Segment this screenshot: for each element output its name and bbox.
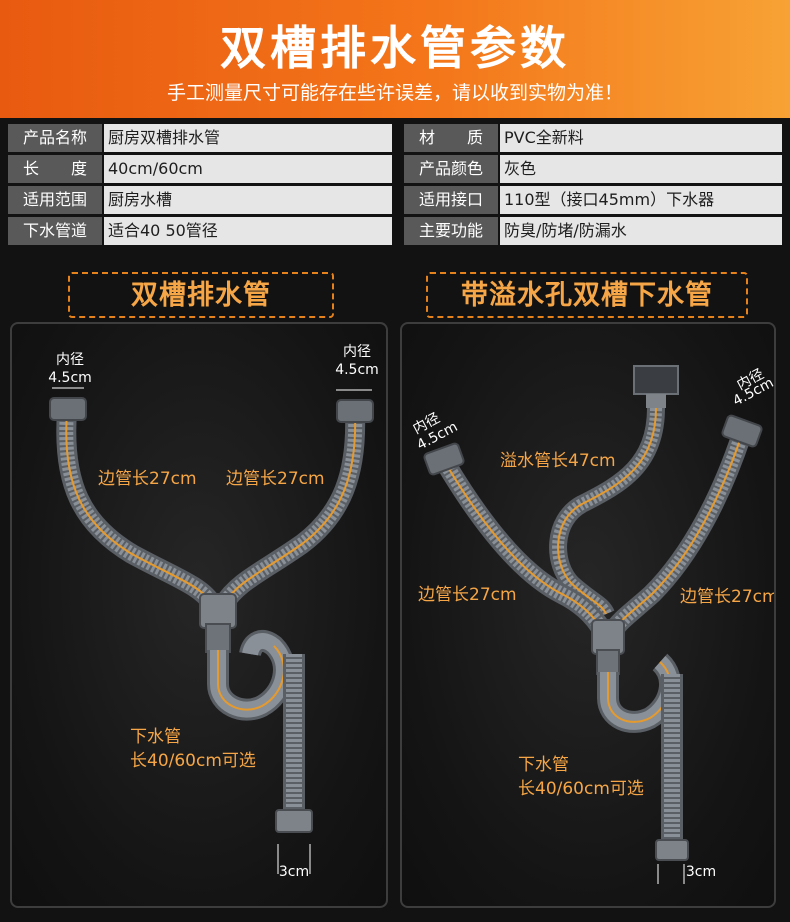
y-joint	[591, 619, 625, 655]
right-inner-diameter-label: 内径	[343, 344, 371, 360]
left-product-panel: 内径 4.5cm 内径 4.5cm 边管长27cm 边管长27cm 下水管 长4…	[10, 322, 388, 908]
spec-value: 适合40 50管径	[104, 217, 392, 245]
spec-label: 主要功能	[404, 217, 498, 245]
spec-value: 40cm/60cm	[104, 155, 392, 183]
drain-outlet	[655, 839, 689, 861]
drain-pipe-label: 下水管	[130, 727, 181, 747]
overflow-drain-pipe-illustration: 内径 4.5cm 内径 4.5cm 溢水管长47cm 边管长27cm 边管长27…	[410, 365, 776, 884]
y-joint	[199, 593, 237, 629]
page-title: 双槽排水管参数	[220, 21, 570, 75]
drain-pipe-length-label: 长40/60cm可选	[130, 751, 256, 771]
drain-pipe-length-label: 长40/60cm可选	[518, 779, 644, 799]
left-section-title: 双槽排水管	[68, 272, 334, 318]
bottom-size-label: 3cm	[686, 864, 716, 880]
right-inlet-connector	[336, 399, 374, 423]
spec-value: 110型（接口45mm）下水器	[500, 186, 782, 214]
drain-outlet	[275, 809, 313, 833]
spec-row: 长 度 40cm/60cm 产品颜色 灰色	[8, 155, 782, 183]
header-banner: 双槽排水管参数 手工测量尺寸可能存在些许误差，请以收到实物为准！	[0, 0, 790, 118]
spec-value: PVC全新料	[500, 124, 782, 152]
left-inlet-connector	[49, 397, 87, 421]
spec-value: 灰色	[500, 155, 782, 183]
spec-value: 防臭/防堵/防漏水	[500, 217, 782, 245]
spec-label: 产品名称	[8, 124, 102, 152]
left-side-pipe-label: 边管长27cm	[418, 585, 517, 605]
left-side-pipe-label: 边管长27cm	[98, 469, 197, 489]
right-section-title: 带溢水孔双槽下水管	[426, 272, 748, 318]
left-inner-diameter-label: 内径	[56, 352, 84, 368]
spec-label: 材 质	[404, 124, 498, 152]
spec-table: 产品名称 厨房双槽排水管 材 质 PVC全新料 长 度 40cm/60cm 产品…	[8, 124, 782, 246]
spec-label: 下水管道	[8, 217, 102, 245]
spec-value: 厨房水槽	[104, 186, 392, 214]
right-side-pipe-label: 边管长27cm	[226, 469, 325, 489]
right-inner-diameter-value: 4.5cm	[335, 362, 379, 378]
double-drain-pipe-illustration: 内径 4.5cm 内径 4.5cm 边管长27cm 边管长27cm 下水管 长4…	[48, 344, 379, 880]
right-inlet-connector	[721, 414, 763, 448]
spec-label: 适用范围	[8, 186, 102, 214]
spec-row: 下水管道 适合40 50管径 主要功能 防臭/防堵/防漏水	[8, 217, 782, 245]
spec-value: 厨房双槽排水管	[104, 124, 392, 152]
spec-row: 适用范围 厨房水槽 适用接口 110型（接口45mm）下水器	[8, 186, 782, 214]
spec-label: 产品颜色	[404, 155, 498, 183]
left-inner-diameter-value: 4.5cm	[48, 370, 92, 386]
right-side-pipe-label: 边管长27cm	[680, 587, 776, 607]
overflow-fitting	[633, 365, 679, 395]
drain-pipe-label: 下水管	[518, 755, 569, 775]
left-inlet-connector	[423, 442, 465, 476]
page-subtitle: 手工测量尺寸可能存在些许误差，请以收到实物为准！	[166, 82, 623, 104]
spec-label: 长 度	[8, 155, 102, 183]
spec-label: 适用接口	[404, 186, 498, 214]
overflow-pipe-label: 溢水管长47cm	[500, 451, 616, 471]
bottom-size-label: 3cm	[279, 864, 309, 880]
spec-row: 产品名称 厨房双槽排水管 材 质 PVC全新料	[8, 124, 782, 152]
right-product-panel: 内径 4.5cm 内径 4.5cm 溢水管长47cm 边管长27cm 边管长27…	[400, 322, 776, 908]
